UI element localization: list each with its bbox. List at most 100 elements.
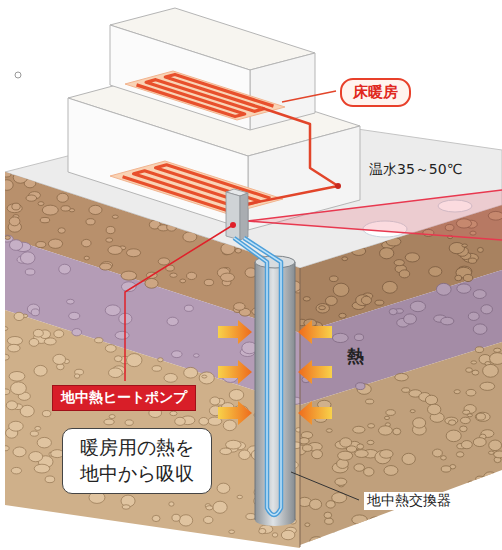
pebble bbox=[44, 338, 56, 345]
pebble bbox=[67, 299, 75, 304]
pebble bbox=[332, 532, 342, 539]
pebble bbox=[367, 440, 374, 444]
zoom-wedge bbox=[247, 190, 502, 240]
pebble bbox=[463, 410, 470, 414]
pebble bbox=[33, 329, 43, 337]
pebble bbox=[366, 399, 374, 404]
pebble bbox=[69, 312, 80, 319]
pebble bbox=[359, 537, 367, 543]
pebble bbox=[11, 382, 27, 395]
pebble bbox=[26, 195, 37, 201]
pebble bbox=[440, 517, 456, 527]
pebble bbox=[229, 530, 235, 534]
pebble bbox=[206, 506, 213, 510]
pebble bbox=[109, 368, 123, 378]
pebble bbox=[394, 520, 409, 530]
pebble bbox=[9, 217, 20, 226]
pebble bbox=[86, 219, 95, 225]
pebble bbox=[461, 441, 472, 449]
pebble bbox=[1, 446, 9, 451]
pebble bbox=[326, 429, 332, 433]
pebble bbox=[393, 428, 401, 435]
pebble bbox=[384, 466, 398, 476]
pebble bbox=[473, 324, 487, 334]
pebble bbox=[13, 172, 27, 184]
pebble bbox=[299, 438, 309, 444]
pebble bbox=[167, 223, 177, 231]
pebble bbox=[45, 476, 55, 483]
pebble bbox=[303, 297, 310, 301]
pebble bbox=[281, 530, 294, 539]
pebble bbox=[476, 413, 485, 420]
pebble bbox=[473, 438, 486, 447]
pebble bbox=[468, 312, 479, 320]
pebble bbox=[229, 389, 244, 400]
node-text: 暖房用の熱を 地中から吸収 bbox=[77, 435, 197, 486]
pebble bbox=[167, 317, 178, 325]
pebble bbox=[382, 281, 397, 293]
pebble bbox=[445, 417, 458, 424]
pebble bbox=[327, 538, 342, 550]
pebble bbox=[402, 453, 415, 464]
pebble bbox=[199, 417, 209, 425]
pebble bbox=[13, 447, 26, 457]
pebble bbox=[9, 421, 24, 431]
pebble bbox=[490, 353, 502, 365]
hot-water-pipe bbox=[248, 108, 338, 204]
pebble bbox=[380, 248, 394, 259]
pebble bbox=[342, 257, 348, 261]
pebble bbox=[237, 495, 242, 498]
heat-arrow bbox=[298, 360, 332, 384]
pebble bbox=[239, 450, 250, 460]
pebble bbox=[477, 247, 483, 252]
pebble bbox=[35, 426, 41, 430]
pebble bbox=[361, 296, 371, 304]
pebble bbox=[194, 354, 200, 358]
pebble bbox=[184, 367, 198, 378]
pebble bbox=[332, 333, 348, 342]
pebble bbox=[9, 371, 25, 381]
pebble bbox=[352, 515, 368, 525]
heat-arrow bbox=[298, 320, 332, 344]
pebble bbox=[1, 171, 11, 177]
pebble bbox=[213, 501, 227, 513]
pebble bbox=[89, 205, 102, 214]
floor-heating-panel bbox=[125, 71, 285, 120]
pebble bbox=[380, 450, 393, 459]
pebble bbox=[106, 238, 113, 242]
pebble bbox=[460, 426, 468, 432]
pebble bbox=[54, 330, 64, 338]
pebble bbox=[462, 244, 467, 247]
heat-arrow bbox=[298, 401, 332, 425]
pebble bbox=[473, 290, 486, 299]
pebble bbox=[325, 296, 337, 305]
pebble bbox=[472, 370, 479, 375]
pebble bbox=[226, 440, 241, 449]
pebble bbox=[354, 334, 363, 341]
pebble bbox=[82, 239, 91, 246]
heat-arrow bbox=[218, 401, 252, 425]
pebble bbox=[126, 354, 142, 367]
pebble bbox=[42, 411, 50, 417]
soil-face bbox=[0, 171, 303, 550]
pebble bbox=[170, 273, 177, 277]
pebble bbox=[319, 306, 326, 310]
pebble bbox=[105, 345, 116, 353]
pebble bbox=[441, 466, 451, 472]
pebble bbox=[456, 452, 463, 457]
pebble bbox=[164, 373, 177, 382]
pebble bbox=[476, 476, 485, 482]
pebble bbox=[29, 452, 43, 462]
pebble bbox=[59, 264, 71, 274]
pebble bbox=[187, 272, 197, 279]
pebble bbox=[335, 478, 347, 485]
pebble bbox=[410, 410, 415, 413]
pebble bbox=[468, 481, 474, 485]
pebble bbox=[364, 468, 374, 477]
heat-arrow bbox=[218, 360, 252, 384]
pebble bbox=[2, 327, 8, 331]
pebble bbox=[460, 417, 470, 423]
pebble bbox=[369, 517, 383, 525]
pebble bbox=[475, 412, 490, 421]
pebble bbox=[38, 202, 44, 206]
